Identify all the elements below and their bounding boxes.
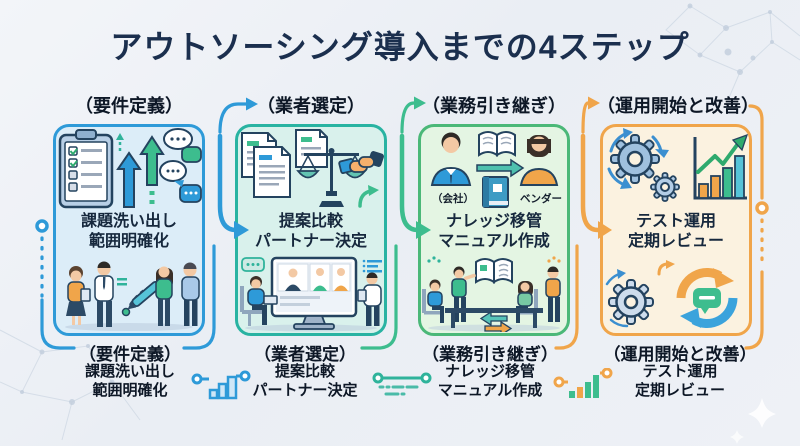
- page-title: アウトソーシング導入までの4ステップ: [110, 29, 690, 65]
- handshake-icon: [338, 151, 384, 174]
- table: [445, 308, 543, 313]
- step2-top-illustration: [241, 129, 384, 208]
- person-figure: [240, 276, 278, 326]
- step2-top-header: （業者選定）: [257, 96, 365, 116]
- step1-card: 課題洗い出し範囲明確化: [53, 124, 205, 336]
- step4-caption: テスト運用定期レビュー: [627, 213, 724, 250]
- growth-chart-icon: [693, 133, 749, 200]
- step1-bottom-caption: 課題洗い出し範囲明確化: [84, 363, 176, 399]
- open-book-icon: [475, 258, 513, 284]
- person-figure: [545, 266, 561, 322]
- bar-graph-node-icon: [191, 370, 251, 400]
- step3-top-header: （業務引き継ぎ）: [422, 96, 566, 116]
- step2-bottom-header: （業者選定）: [254, 345, 356, 364]
- upturn-arrow-icon: [358, 185, 379, 208]
- step2-caption: 提案比較パートナー決定: [254, 213, 367, 250]
- bar-graph-node-icon: [553, 368, 613, 398]
- step3-bottom-caption: ナレッジ移管マニュアル作成: [437, 363, 543, 399]
- person-figure: [422, 279, 444, 323]
- video-call-monitor-icon: [270, 256, 358, 330]
- step3-caption: ナレッジ移管マニュアル作成: [438, 213, 550, 250]
- step4-bottom-caption: テスト運用定期レビュー: [634, 363, 726, 399]
- step4-top-illustration: [607, 128, 749, 202]
- person-figure: [357, 272, 382, 326]
- company-label: （会社）: [432, 193, 474, 205]
- person-figure: [94, 261, 114, 327]
- documents-icon: [241, 129, 328, 198]
- step1-top-illustration: [58, 128, 202, 209]
- pdca-cycle-icon: [676, 268, 738, 328]
- step3-bottom-header: （業務引き継ぎ）: [422, 345, 558, 364]
- gear-icon: [605, 269, 654, 328]
- step1-top-header: （要件定義）: [75, 96, 183, 116]
- step1-caption: 課題洗い出し範囲明確化: [80, 213, 177, 250]
- step2-card: 提案比較パートナー決定: [235, 124, 387, 336]
- handover-meeting-illustration: [422, 256, 561, 332]
- sparkle-icon: [748, 398, 776, 428]
- person-figure: [181, 262, 200, 326]
- step3-top-illustration: [430, 131, 559, 208]
- balance-scale-icon: [296, 148, 367, 207]
- video-conference-illustration: [240, 256, 382, 332]
- person-figure: [451, 266, 476, 322]
- company-person-icon: [430, 132, 472, 186]
- list-lines-icon: [362, 259, 382, 273]
- person-figure: [66, 266, 91, 325]
- person-figure: [155, 266, 173, 326]
- step4-top-header: （運用開始と改善）: [597, 96, 759, 116]
- chat-bubble-icon: [241, 257, 265, 272]
- knowledge-transfer-book-icon: [476, 131, 525, 178]
- clipboard-checklist-icon: [58, 129, 114, 209]
- vendor-label: ベンダー: [520, 193, 562, 205]
- exchange-arrows-icon: [479, 310, 513, 332]
- step4-bottom-header: （運用開始と改善）: [603, 345, 757, 364]
- step4-card: テスト運用定期レビュー: [600, 124, 752, 336]
- team-planning-illustration: [65, 261, 200, 331]
- list-node-icon: [372, 372, 432, 396]
- chat-bubbles-icon: [159, 128, 202, 203]
- vendor-person-icon: [519, 135, 559, 186]
- growth-arrows-icon: [116, 133, 165, 209]
- pdca-cycle-illustration: [605, 260, 738, 328]
- step3-card: （会社） ベンダー: [418, 124, 570, 336]
- manual-book-icon: [482, 176, 509, 208]
- step2-bottom-caption: 提案比較パートナー決定: [252, 363, 358, 399]
- gears-icon: [607, 128, 680, 202]
